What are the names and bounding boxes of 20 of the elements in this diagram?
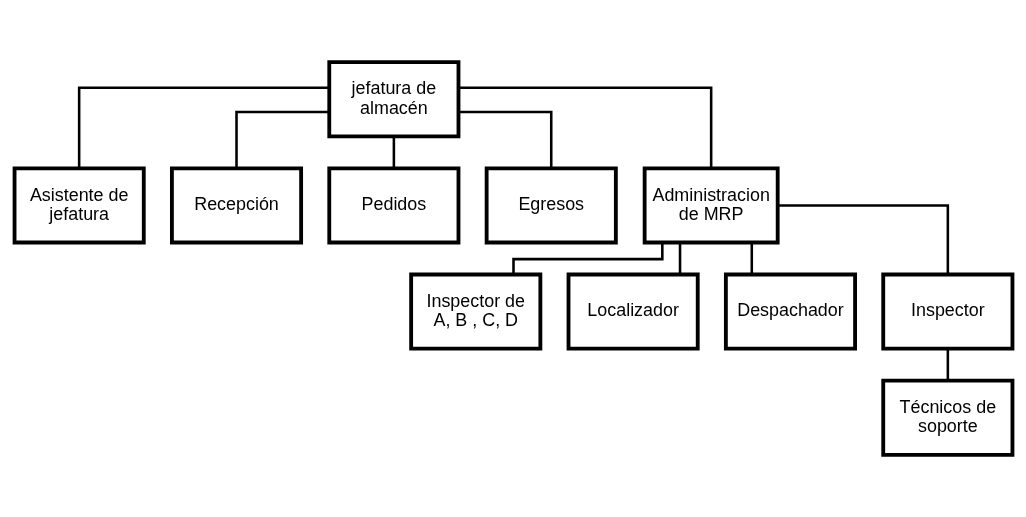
node-box: Localizador <box>566 272 700 351</box>
connector <box>678 242 681 275</box>
connector <box>946 348 949 381</box>
node-box: jefatura de almacén <box>326 60 460 139</box>
connector <box>392 136 395 169</box>
connector <box>234 110 329 168</box>
node-box: Asistente de jefatura <box>12 166 146 245</box>
node-box: Egresos <box>484 166 618 245</box>
node-box: Pedidos <box>326 166 460 245</box>
node-box: Administracion de MRP <box>642 166 780 245</box>
connector <box>750 242 753 275</box>
connector <box>458 86 712 169</box>
connector <box>77 86 329 169</box>
node-box: Despachador <box>723 272 857 351</box>
node-box: Inspector de A, B , C, D <box>408 272 542 351</box>
node-box: Inspector <box>880 272 1014 351</box>
node-box: Recepción <box>169 166 303 245</box>
connector <box>777 204 949 275</box>
node-box: Técnicos de soporte <box>880 378 1014 457</box>
connector <box>458 110 552 168</box>
